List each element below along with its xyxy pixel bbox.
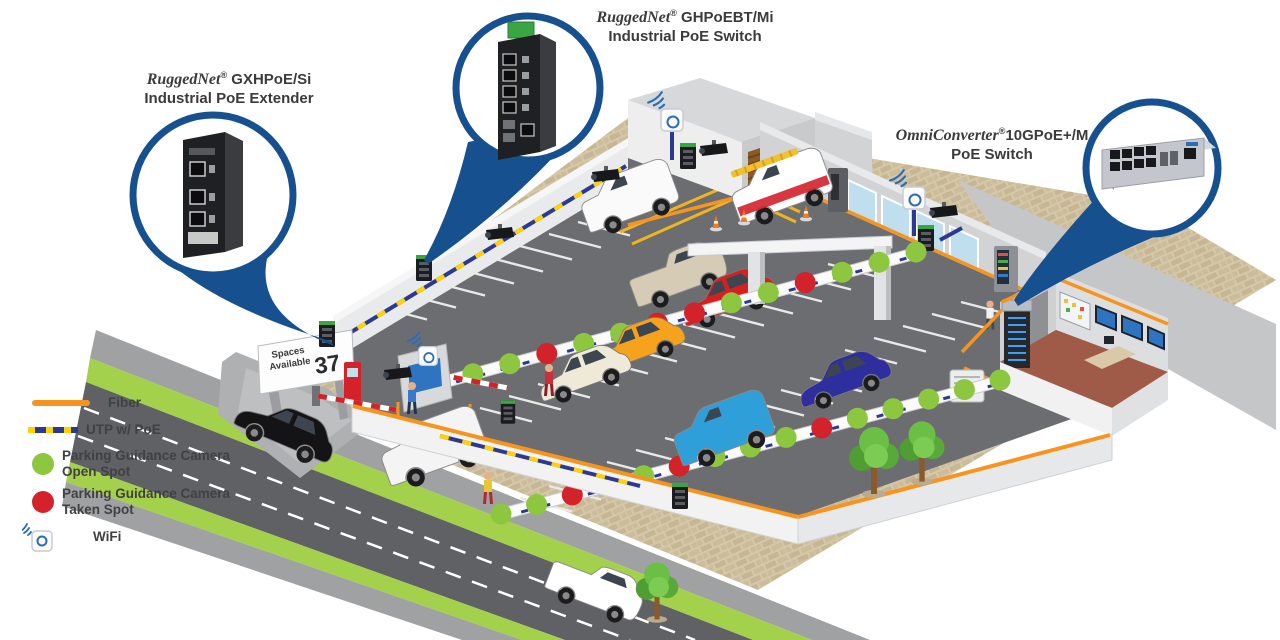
open-spot-indicator (918, 388, 940, 410)
legend-utp: UTP w/ PoE (28, 422, 161, 437)
callout-omniconverter (1082, 98, 1222, 238)
open-spot-indicator (989, 369, 1011, 391)
front-wall (351, 404, 1113, 545)
poe-device-inner (500, 400, 516, 424)
open-spot-indicator (775, 426, 797, 448)
callout-title-ghpoebt: RuggedNet® GHPoEBT/Mi Industrial PoE Swi… (596, 8, 774, 45)
open-spot-indicator (905, 241, 927, 263)
wifi-icon (22, 523, 53, 552)
open-spot-dot (32, 453, 54, 475)
brand-ruggednet: RuggedNet (596, 9, 671, 26)
taken-spot-indicator (811, 417, 833, 439)
poe-extender-front-corner (672, 483, 688, 509)
open-spot-indicator (720, 292, 742, 314)
omniconverter-device-icon (1101, 137, 1216, 190)
taken-spot-indicator (536, 343, 558, 364)
callout-ghpoebt (452, 12, 604, 164)
open-spot-indicator (868, 251, 890, 273)
taken-spot-indicator (561, 484, 583, 506)
brand-ruggednet: RuggedNet (146, 71, 221, 88)
back-wall (333, 138, 628, 360)
callout-title-omniconverter: OmniConverter®10GPoE+/M PoE Switch (895, 126, 1089, 163)
entrance: Spaces Available 37 (257, 329, 509, 430)
taken-spot-indicator (794, 272, 816, 293)
open-spot-indicator (882, 398, 904, 420)
open-spot-indicator (953, 379, 975, 401)
ghpoebt-device-icon (498, 21, 556, 160)
svg-text:Spaces: Spaces (271, 345, 306, 361)
callout-gxhpoe (129, 111, 297, 279)
utp-line-swatch (28, 426, 78, 433)
callout-title-gxhpoe: RuggedNet® GXHPoE/Si Industrial PoE Exte… (144, 70, 314, 107)
open-spot-indicator (499, 353, 521, 375)
svg-text:37: 37 (313, 349, 342, 379)
open-spot-indicator (490, 503, 512, 525)
entry-booth (397, 343, 453, 414)
ambulance (724, 144, 838, 233)
legend-fiber: Fiber (32, 395, 141, 410)
open-spot-indicator (831, 261, 853, 283)
taken-spot-dot (32, 491, 54, 513)
gxhpoe-device-icon (183, 132, 243, 258)
open-spot-indicator (757, 282, 779, 304)
legend-wifi: WiFi (22, 523, 121, 552)
poe-switch-upper (680, 143, 696, 169)
fiber-line-swatch (32, 399, 90, 406)
open-spot-indicator (846, 407, 868, 429)
taken-spot-indicator (684, 302, 705, 324)
open-spot-indicator (526, 493, 548, 515)
brand-omniconverter: OmniConverter (895, 127, 999, 144)
